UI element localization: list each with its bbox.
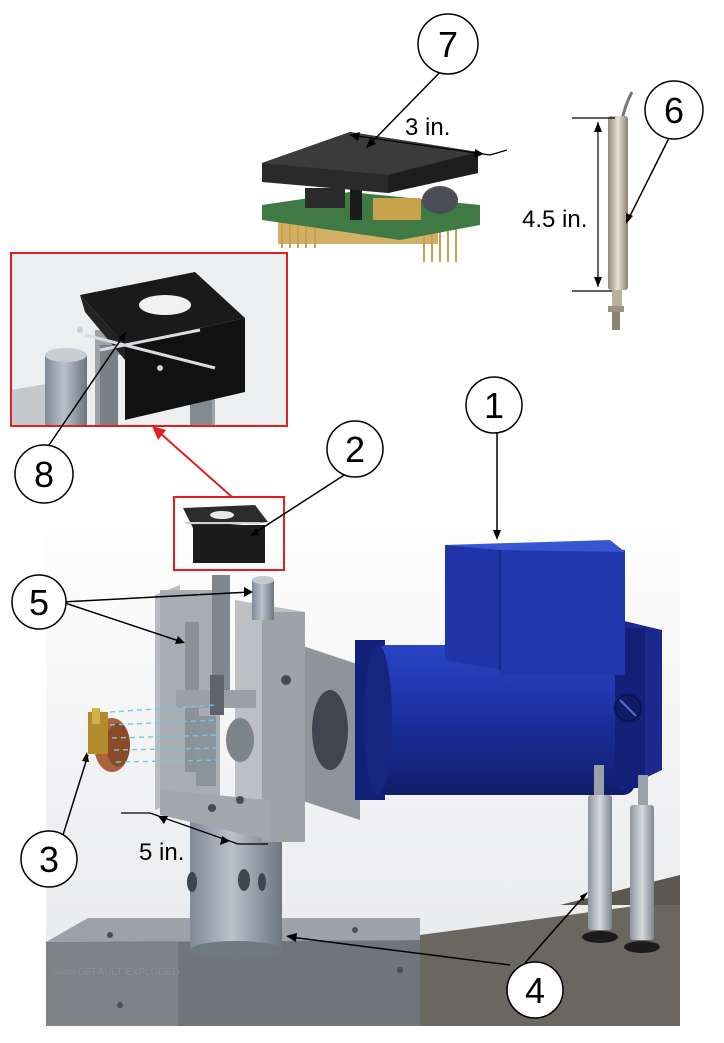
dimension-arrowheads [158,122,602,845]
callout-6: 6 [644,80,704,140]
piston-legs [582,765,660,953]
rod-sensor [608,91,634,330]
dim-label-base-width: 5 in. [139,839,184,866]
cad-watermark: State DEFAULT EXPLODED [52,967,179,978]
dim-label-board-width: 3 in. [405,114,450,141]
encoder-disc [88,704,225,772]
callout-5: 5 [11,574,67,630]
gray-frame [155,575,360,842]
base-plate [46,918,420,1026]
driver-board [262,132,480,262]
svg-text:3: 3 [39,839,59,880]
dc-motor [355,540,662,800]
leader-lines [46,64,674,966]
svg-text:7: 7 [438,24,458,65]
callout-3: 3 [20,830,78,888]
svg-text:8: 8 [34,454,54,495]
svg-text:5: 5 [29,582,49,623]
dim-label-rod-length: 4.5 in. [522,206,587,233]
leader-arrowheads [82,138,633,942]
svg-text:1: 1 [484,385,504,426]
svg-text:6: 6 [664,90,684,131]
callout-4: 4 [506,961,564,1019]
callout-7: 7 [417,13,479,75]
svg-text:2: 2 [345,429,365,470]
callout-2: 2 [326,420,384,478]
svg-text:4: 4 [525,970,545,1011]
highlight-box-small [173,496,285,571]
inset-zoom [10,252,288,427]
center-column [187,822,282,959]
callout-8: 8 [14,444,74,504]
sensor-housing-small [183,505,268,563]
inset-connector-arrow [152,426,233,498]
callout-1: 1 [465,376,523,434]
